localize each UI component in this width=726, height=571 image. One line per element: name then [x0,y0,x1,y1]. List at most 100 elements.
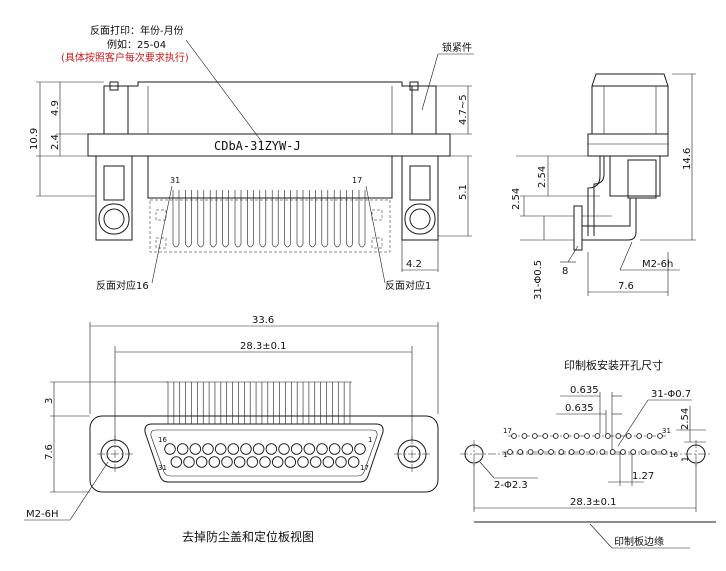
side-dim-2-54-upper: 2.54 [537,166,548,188]
front-pin-17: 17 [360,464,369,472]
pcb-pin-1: 1 [503,451,507,459]
comb-pin [271,190,279,248]
comb-pin [296,190,304,248]
pcb-pin-16: 16 [669,451,678,459]
comb-pin [284,190,291,248]
contact [189,443,202,455]
pcb-dim-0-635-b: 0.635 [565,403,594,414]
contact [202,443,214,455]
comb-pin [185,190,192,248]
pcb-hole [650,449,657,455]
contact [170,456,183,468]
pcb-hole [558,449,565,455]
pcb-hole [657,433,663,439]
dim-10-9: 10.9 [29,128,40,150]
contact [303,443,316,455]
pcb-pin-31: 31 [662,427,671,435]
pcb-hole [599,449,606,455]
side-dim-2-54-lower: 2.54 [511,188,522,210]
pcb-hole [579,449,585,455]
contact [335,456,347,468]
comb-pin [321,190,329,248]
comb-pin [259,190,267,248]
comb-pin [172,190,180,248]
contact-array [164,443,366,468]
contact [221,456,233,468]
pcb-hole-array [502,433,672,455]
pcb-hole [661,449,667,455]
pcb-hole [605,433,611,439]
d-shell [144,423,384,483]
contact [290,443,303,455]
pcb-dim-hole-dia: 31-Φ0.7 [651,389,691,400]
label-back-16: 反面对应16 [96,279,149,292]
pcb-hole [584,433,590,439]
pcb-cutout-title: 印制板安装开孔尺寸 [564,358,663,372]
front-dim-28-3: 28.3±0.1 [240,341,287,352]
dim-4-7-5: 4.7~5 [458,94,469,125]
pcb-dim-mount-dia: 2-Φ2.3 [494,480,528,491]
contact [265,443,278,455]
contact [164,443,176,455]
contact [259,456,271,468]
front-flange [89,415,439,493]
contact [309,456,322,468]
pcb-hole [594,433,601,439]
note-print-date: 反面打印：年份-月份 [90,24,184,37]
pcb-hole [615,433,622,439]
front-label-m2-6h: M2-6H [26,509,58,520]
note-example: 例如：25-04 [107,38,166,51]
part-number-label: CDbA-31ZYW-J [214,139,301,153]
pcb-hole [521,433,528,439]
dim-4-9: 4.9 [50,100,61,116]
contact [195,456,208,468]
front-dim-33-6: 33.6 [252,315,274,326]
pcb-hole [620,449,626,455]
pcb-dim-1-27: 1.27 [632,471,654,482]
pcb-hole [646,433,653,439]
side-dim-pin-dia: 31-Φ0.5 [533,260,544,300]
contact [278,443,290,455]
pcb-hole [568,449,575,455]
side-label-m2-6h: M2-6h [642,259,673,270]
pin-label-31: 31 [170,176,180,185]
pcb-hole [552,433,559,439]
comb-pin [197,190,205,248]
pcb-dim-0-635-a: 0.635 [570,385,599,396]
comb-pin [209,190,217,248]
pin-label-17: 17 [352,176,362,185]
pcb-dim-1: 1 [681,456,691,462]
dim-4-2: 4.2 [406,259,422,270]
pcb-hole [511,433,517,439]
front-dim-3: 3 [44,398,55,404]
side-label-8: 8 [562,266,568,277]
pcb-hole [507,449,513,455]
dim-2-4: 2.4 [50,134,61,150]
pcb-cutout-view: 印制板安装开孔尺寸 17 31 1 16 0.635 0.635 31-Φ0.7… [460,358,716,549]
pcb-hole [542,433,549,439]
flange [87,133,451,157]
comb-pin [309,190,316,248]
front-pin-31: 31 [158,464,167,472]
pcb-edge-label: 印制板边缘 [614,535,664,548]
pcb-hole [527,449,534,455]
pcb-dim-28-3: 28.3±0.1 [570,497,617,508]
contact [208,456,221,468]
side-dim-14-6: 14.6 [682,148,693,170]
comb-pin [222,190,229,248]
top-view: CDbA-31ZYW-J 31 17 反面对应16 反面对应1 锁紧件 [29,41,474,292]
pcb-hole [537,449,544,455]
comb-pin [346,190,353,248]
locating-plate [149,199,391,253]
pcb-pin-17: 17 [503,427,512,435]
front-pin-1: 1 [368,436,372,444]
contact [214,443,227,455]
note-leader [185,39,263,143]
pcb-hole [573,433,580,439]
side-dim-7-6: 7.6 [618,281,634,292]
front-dim-7-6: 7.6 [44,444,55,460]
comb-pin [247,190,254,248]
front-view-caption: 去掉防尘盖和定位板视图 [182,529,314,544]
contact [246,456,259,468]
